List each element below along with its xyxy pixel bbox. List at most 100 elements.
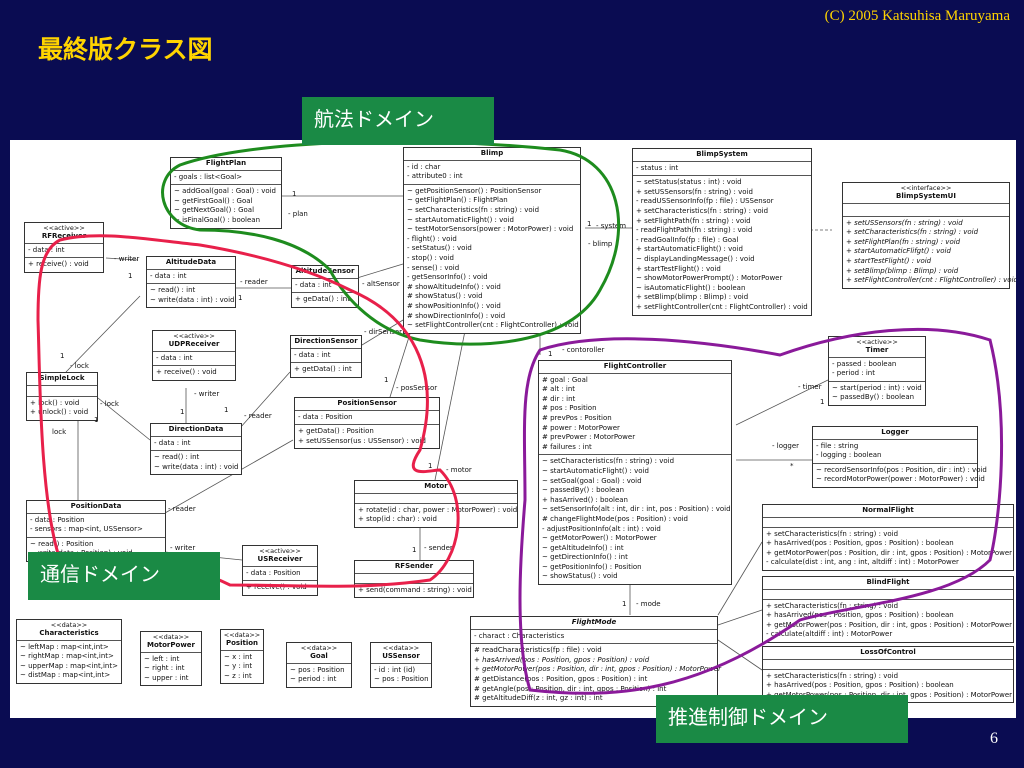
class-operation: ~ read() : int [154, 453, 200, 462]
class-name: DirectionSensor [294, 337, 358, 345]
class-blimpsystemui: <<interface>> BlimpSystemUI + setUSSenso… [842, 182, 1016, 289]
class-operation: + setFlightPath(fn : string) : void [636, 216, 751, 225]
role-label: - writer [114, 255, 140, 263]
class-operation: ~ read() : int [150, 286, 196, 295]
class-positionsensor: PositionSensor - data : Position + getDa… [294, 397, 440, 450]
class-operation: + setCharacteristics(fn : string) : void [846, 228, 979, 237]
class-operation: # getDistance(pos : Position, gpos : Pos… [474, 674, 648, 683]
class-operation: - readFlightPath(fn : string) : void [636, 226, 753, 235]
class-blimp: Blimp - id : char - attribute0 : int ~ g… [403, 147, 581, 334]
class-simplelock: SimpleLock + lock() : void + unlock() : … [26, 372, 98, 421]
class-operation: ~ isAutomaticFlight() : boolean [636, 283, 746, 292]
class-flightmode: FlightMode - charact : Characteristics #… [470, 616, 721, 707]
multiplicity-label: 1 [428, 462, 433, 470]
class-operation: + setUSSensor(us : USSensor) : void [298, 436, 426, 445]
class-operation: ~ showStatus() : void [542, 572, 618, 581]
class-timer: <<active>> Timer - passed : boolean - pe… [828, 336, 926, 406]
class-name: Timer [865, 346, 889, 354]
class-operation: ~ setFlightController(cnt : FlightContro… [407, 321, 579, 330]
class-attribute: ~ leftMap : map<int,int> [20, 642, 109, 651]
class-operation: - flight() : void [407, 234, 457, 243]
class-operation: ~ recordMotorPower(power : MotorPower) :… [816, 475, 985, 484]
class-attribute: ~ pos : Position [290, 665, 345, 674]
class-operation: + setCharacteristics(fn : string) : void [636, 206, 769, 215]
class-operation: + hasArrived(pos : Position, gpos : Posi… [474, 655, 650, 664]
class-usreceiver: <<active>> USReceiver - data : Position … [242, 545, 318, 596]
multiplicity-label: 1 [548, 350, 553, 358]
role-label: - logger [772, 442, 800, 450]
class-operation: ~ getAltitudeInfo() : int [542, 543, 624, 552]
class-operation: ~ setCharacteristics(fn : string) : void [407, 205, 540, 214]
class-attribute: - data : int [28, 245, 65, 254]
class-operation: ~ startAutomaticFlight() : void [542, 466, 649, 475]
class-stereotype: <<data>> [50, 621, 88, 629]
class-stereotype: <<active>> [856, 338, 898, 346]
class-ussensor: <<data>> USSensor - id : int (id) ~ pos … [370, 642, 432, 688]
class-operation: - getSensorInfo() : void [407, 273, 488, 282]
multiplicity-label: 1 [180, 408, 185, 416]
class-attribute: # goal : Goal [542, 375, 588, 384]
class-attribute: - data : Position [298, 412, 353, 421]
class-name: BlimpSystem [696, 150, 748, 158]
class-operation: - calculate(altdiff : int) : MotorPower [766, 630, 893, 639]
class-operation: - readGoalInfo(fp : file) : Goal [636, 235, 739, 244]
class-attribute: - data : int [294, 350, 331, 359]
role-label: - blimp [588, 240, 613, 248]
class-operation: ~ addGoal(goal : Goal) : void [174, 187, 277, 196]
class-attribute: - logging : boolean [816, 451, 882, 460]
class-attribute: - status : int [636, 163, 679, 172]
class-operation: - adjustPositionInfo(alt : int) : void [542, 524, 661, 533]
class-motorpower: <<data>> MotorPower ~ left : int ~ right… [140, 631, 202, 687]
class-name: Characteristics [39, 629, 99, 637]
class-operation: + stop(id : char) : void [358, 515, 437, 524]
class-operation: ~ showMotorPowerPrompt() : MotorPower [636, 274, 783, 283]
class-operation: # changeFlightMode(pos : Position) : voi… [542, 514, 688, 523]
multiplicity-label: 1 [238, 294, 243, 302]
class-operation: ~ getNextGoal() : Goal [174, 206, 255, 215]
class-operation: + startTestFlight() : void [636, 264, 721, 273]
class-name: USSensor [382, 652, 420, 660]
role-label: - mode [636, 600, 661, 608]
role-label: - contoroller [562, 346, 605, 354]
class-attribute: - passed : boolean [832, 359, 897, 368]
class-attribute: ~ pos : Position [374, 675, 429, 684]
class-attribute: - attribute0 : int [407, 172, 463, 181]
class-blimpsystem: BlimpSystem - status : int ~ setStatus(s… [632, 148, 812, 316]
class-operation: + receive() : void [246, 583, 307, 592]
multiplicity-label: 1 [412, 546, 417, 554]
class-attribute: - data : int [156, 353, 193, 362]
class-operation: ~ displayLandingMessage() : void [636, 254, 755, 263]
class-operation: ~ write(data : int) : void [154, 462, 239, 471]
class-operation: + rotate(id : char, power : MotorPower) … [358, 505, 518, 514]
class-operation: + setBlimp(blimp : Blimp) : void [636, 293, 749, 302]
role-label: - dirSensor [364, 328, 403, 336]
class-name: LossOfControl [860, 648, 916, 656]
class-attribute: ~ upper : int [144, 673, 189, 682]
class-attribute: - file : string [816, 441, 859, 450]
class-operation: ~ setCharacteristics(fn : string) : void [542, 457, 675, 466]
class-stereotype: <<data>> [300, 644, 338, 652]
class-operation: + setCharacteristics(fn : string) : void [766, 529, 899, 538]
class-altitudedata: AltitudeData - data : int ~ read() : int… [146, 256, 236, 309]
class-operation: + receive() : void [28, 260, 89, 269]
class-operation: + hasArrived() : boolean [542, 495, 628, 504]
class-operation: + setCharacteristics(fn : string) : void [766, 671, 899, 680]
role-label: - lock [100, 400, 119, 408]
class-name: BlindFlight [866, 578, 910, 586]
class-rfreceiver: <<active>> RFReceiver - data : int + rec… [24, 222, 104, 273]
multiplicity-label: 1 [622, 600, 627, 608]
class-attribute: - id : char [407, 162, 441, 171]
class-position: <<data>> Position ~ x : int ~ y : int ~ … [220, 629, 264, 685]
comm-domain-label: 通信ドメイン [28, 552, 220, 600]
role-label: - lock [70, 362, 89, 370]
multiplicity-label: 1 [128, 272, 133, 280]
class-operation: ~ getFirstGoal() : Goal [174, 196, 253, 205]
class-name: MotorPower [147, 641, 195, 649]
ctrl-domain-label: 推進制御ドメイン [656, 695, 908, 743]
class-operation: + getMotorPower(pos : Position, dir : in… [766, 690, 1013, 699]
class-attribute: ~ upperMap : map<int,int> [20, 661, 118, 670]
class-flightcontroller: FlightController # goal : Goal # alt : i… [538, 360, 732, 586]
class-operation: + setFlightPlan(fn : string) : void [846, 237, 961, 246]
class-operation: ~ setGoal(goal : Goal) : void [542, 476, 642, 485]
class-name: BlimpSystemUI [896, 192, 956, 200]
